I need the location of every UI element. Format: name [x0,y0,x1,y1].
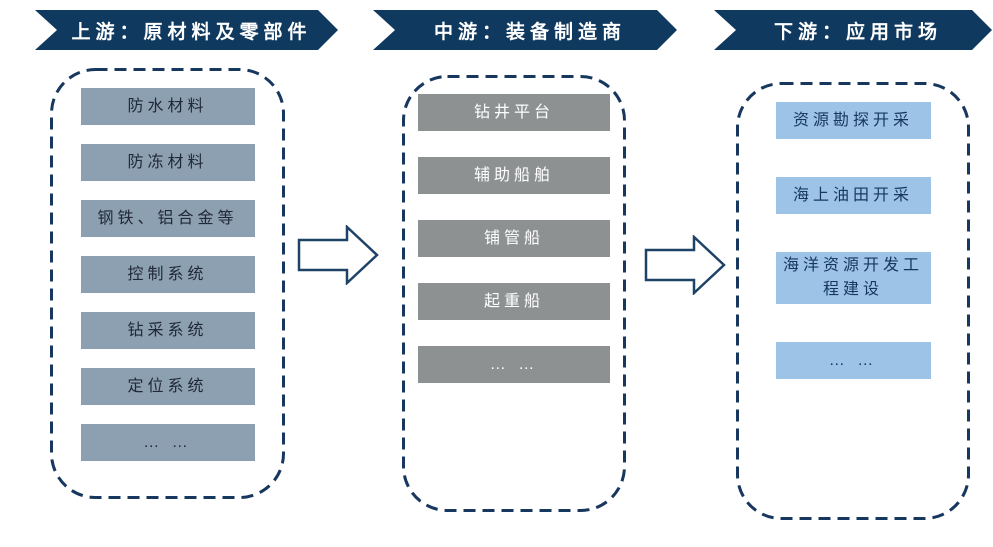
chain-item: 铺管船 [418,220,610,257]
chain-item: 钢铁、铝合金等 [80,200,255,237]
chain-item: 海洋资源开发工程建设 [775,252,931,304]
chain-item: 防冻材料 [80,144,255,181]
chain-item-ellipsis: … … [418,346,610,383]
chain-item: 定位系统 [80,368,255,405]
banner-downstream: 下游：应用市场 [714,10,992,50]
chain-item: 防水材料 [80,88,255,125]
banner-upstream: 上游：原材料及零部件 [35,10,338,50]
chain-item: 控制系统 [80,256,255,293]
chain-item: 钻井平台 [418,94,610,131]
chain-item: 资源勘探开采 [775,102,931,139]
downstream-container: 资源勘探开采 海上油田开采 海洋资源开发工程建设 … … [736,82,970,520]
midstream-container: 钻井平台 辅助船舶 铺管船 起重船 … … [402,75,626,512]
chain-item: 钻采系统 [80,312,255,349]
chain-item: 辅助船舶 [418,157,610,194]
chain-item: 起重船 [418,283,610,320]
flow-arrow-right-icon [644,235,726,295]
chain-item-ellipsis: … … [80,424,255,461]
upstream-container: 防水材料 防冻材料 钢铁、铝合金等 控制系统 钻采系统 定位系统 … … [50,68,285,499]
chain-item-ellipsis: … … [775,342,931,379]
banner-midstream: 中游：装备制造商 [373,10,677,50]
flow-arrow-right-icon [297,225,379,285]
chain-item: 海上油田开采 [775,177,931,214]
